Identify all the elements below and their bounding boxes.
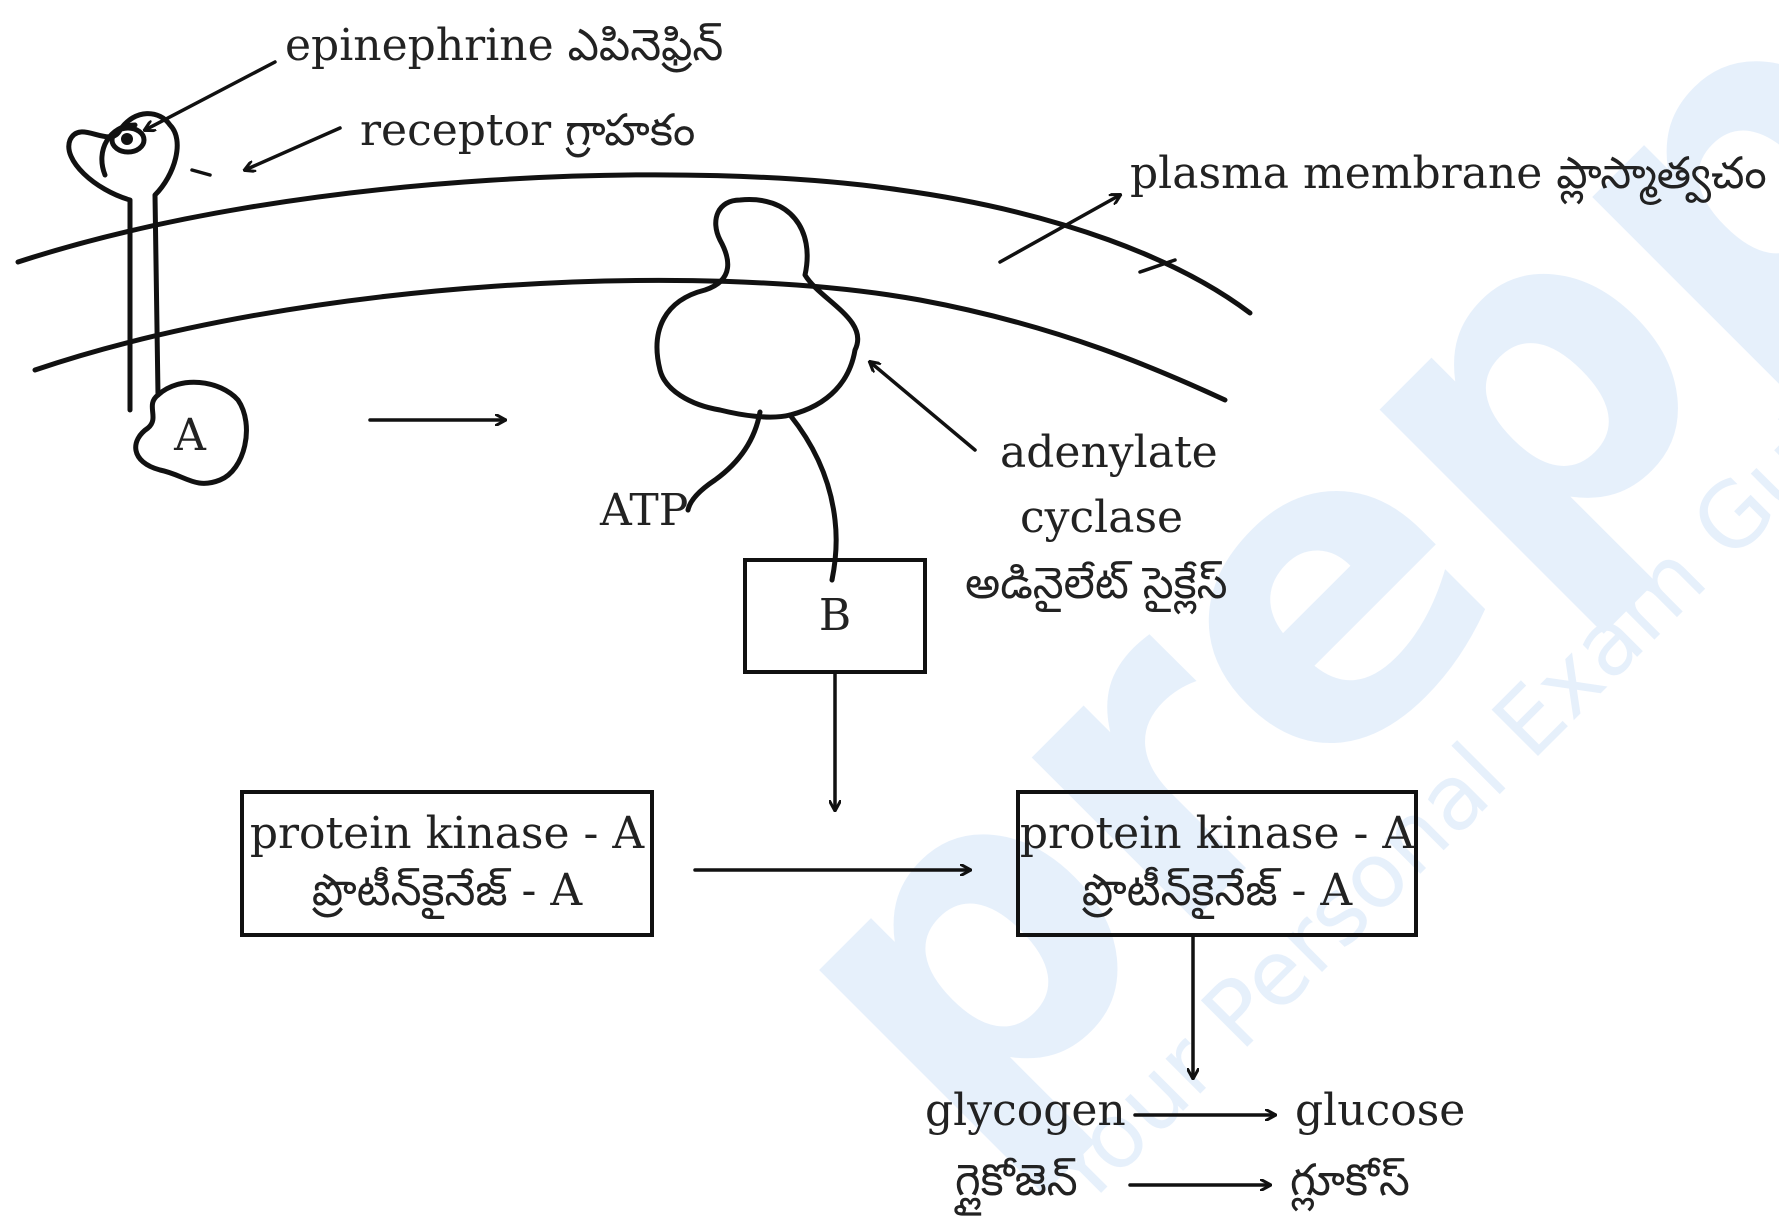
box-b-label: B: [819, 590, 851, 641]
glucose-label-en: glucose: [1295, 1085, 1465, 1136]
pk-right-label-en: protein kinase - A: [1020, 808, 1416, 859]
plasma-membrane-label: plasma membrane ప్లాస్మాత్వచం: [1130, 148, 1767, 205]
epinephrine-molecule: [121, 133, 133, 145]
pk-left-label-te: ప్రొటీన్‌కైనేజ్ - A: [312, 865, 584, 919]
epinephrine-label: epinephrine ఎపినెఫ్రిన్: [285, 20, 723, 73]
adenylate-label-line1: adenylate: [1000, 427, 1218, 478]
membrane-tick: [1138, 258, 1177, 274]
adenylate-label-line3: అడినైలేట్ సైక్లేస్: [965, 558, 1228, 615]
arrow-to-epinephrine: [145, 60, 277, 130]
arrow-to-receptor: [245, 126, 342, 170]
marker-a: A: [173, 410, 207, 461]
glucose-label-te: గ్లూకోస్: [1290, 1155, 1410, 1212]
pk-left-label-en: protein kinase - A: [250, 808, 646, 859]
arrow-to-cyclase-label: [870, 362, 977, 452]
adenylate-cyclase-shape: [654, 197, 861, 420]
glycogen-label-te: గ్లైకోజెన్: [954, 1155, 1078, 1216]
atp-line: [685, 409, 763, 513]
membrane-outer-line: [15, 172, 1253, 316]
arrow-to-membrane-label: [998, 195, 1120, 264]
atp-label: ATP: [599, 485, 688, 536]
glycogen-label-en: glycogen: [925, 1085, 1126, 1136]
receptor-shape: [66, 111, 212, 413]
pk-left-box: [240, 790, 654, 937]
b-line: [787, 412, 839, 583]
pk-right-label-te: ప్రొటీన్‌కైనేజ్ - A: [1082, 865, 1354, 919]
pk-right-box: [1016, 790, 1418, 937]
membrane-inner-line: [32, 277, 1228, 403]
receptor-label: receptor గ్రాహకం: [360, 105, 695, 158]
adenylate-label-line2: cyclase: [1020, 492, 1183, 543]
protein-a-shape: [133, 379, 249, 486]
